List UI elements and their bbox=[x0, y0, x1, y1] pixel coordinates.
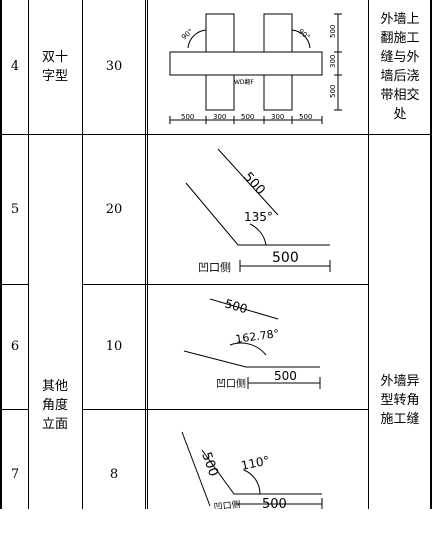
dim-label: 500 bbox=[299, 113, 312, 121]
grid-line bbox=[0, 284, 28, 285]
dim-label: 300 bbox=[329, 55, 337, 68]
grid-line bbox=[430, 0, 432, 509]
diagonal-length-label: 500 bbox=[240, 170, 268, 198]
dim-label: 500 bbox=[241, 113, 254, 121]
angle-110-drawing: 500 110° 500 凹口侧 bbox=[181, 431, 323, 509]
left-angle-arc bbox=[187, 29, 207, 49]
angle-135-drawing: 500 135° 500 凹口侧 bbox=[185, 148, 331, 274]
grid-line bbox=[0, 134, 432, 135]
grid-line bbox=[82, 409, 368, 410]
row-quantity: 8 bbox=[109, 467, 119, 482]
angle-label: 90° bbox=[180, 27, 195, 41]
concave-side-label: 凹口侧 bbox=[198, 261, 231, 274]
angle-arc bbox=[249, 223, 267, 246]
construction-joint-table: 4 双十字型 30 5 20 6 10 7 8 其他角度立面 外墙上翻施工缝与外… bbox=[0, 0, 432, 509]
angle-label: 162.78° bbox=[235, 327, 280, 346]
cross-drawing: 90° 90° WD翻F 500 300 500 300 500 500 300… bbox=[169, 13, 342, 124]
angle-label: 110° bbox=[240, 453, 271, 473]
grid-line bbox=[145, 0, 146, 509]
row-number: 4 bbox=[10, 59, 20, 74]
diagonal-length-label: 500 bbox=[198, 450, 221, 478]
wall-profile-shape bbox=[185, 182, 330, 246]
grid-line bbox=[82, 0, 83, 509]
row-number: 5 bbox=[10, 201, 20, 217]
angle-arc bbox=[243, 469, 261, 495]
base-length-label: 500 bbox=[262, 497, 287, 509]
angle-162-drawing: 500 162.78° 500 凹口侧 bbox=[183, 296, 321, 390]
angle-label: 135° bbox=[244, 210, 273, 224]
center-label: WD翻F bbox=[234, 78, 255, 86]
row-type: 双十字型 bbox=[41, 50, 68, 84]
grid-line bbox=[82, 284, 368, 285]
note-top: 外墙上翻施工缝与外墙后浇带相交处 bbox=[380, 12, 420, 122]
grid-line bbox=[28, 0, 29, 509]
dim-label: 500 bbox=[329, 85, 337, 98]
grid-line bbox=[368, 0, 369, 509]
merged-type: 其他角度立面 bbox=[41, 378, 68, 432]
row-quantity: 20 bbox=[105, 201, 123, 217]
grid-line bbox=[0, 0, 2, 509]
dim-label: 500 bbox=[329, 25, 337, 38]
beam-shape bbox=[169, 51, 323, 76]
angle-label: 90° bbox=[297, 27, 312, 41]
diagonal-dimension-line bbox=[209, 298, 279, 320]
row-quantity: 30 bbox=[105, 59, 123, 74]
note-bottom: 外墙异型转角施工缝 bbox=[380, 373, 420, 427]
row-number: 7 bbox=[10, 467, 20, 482]
diagonal-dimension-line bbox=[181, 431, 211, 507]
dim-label: 500 bbox=[181, 113, 194, 121]
angle-arc bbox=[229, 342, 267, 356]
row-quantity: 10 bbox=[105, 339, 123, 354]
dim-label: 300 bbox=[213, 113, 226, 121]
grid-line bbox=[0, 409, 28, 410]
base-length-label: 500 bbox=[274, 369, 297, 383]
dim-label: 300 bbox=[271, 113, 284, 121]
right-angle-arc bbox=[291, 29, 311, 49]
base-length-label: 500 bbox=[272, 250, 299, 266]
concave-side-label: 凹口侧 bbox=[213, 498, 241, 509]
wall-profile-shape bbox=[201, 449, 322, 495]
wall-profile-shape bbox=[183, 350, 320, 368]
row-number: 6 bbox=[10, 339, 20, 354]
diagonal-length-label: 500 bbox=[223, 296, 249, 316]
diagonal-dimension-line bbox=[217, 148, 279, 216]
grid-line bbox=[147, 0, 148, 509]
concave-side-label: 凹口侧 bbox=[216, 377, 246, 390]
